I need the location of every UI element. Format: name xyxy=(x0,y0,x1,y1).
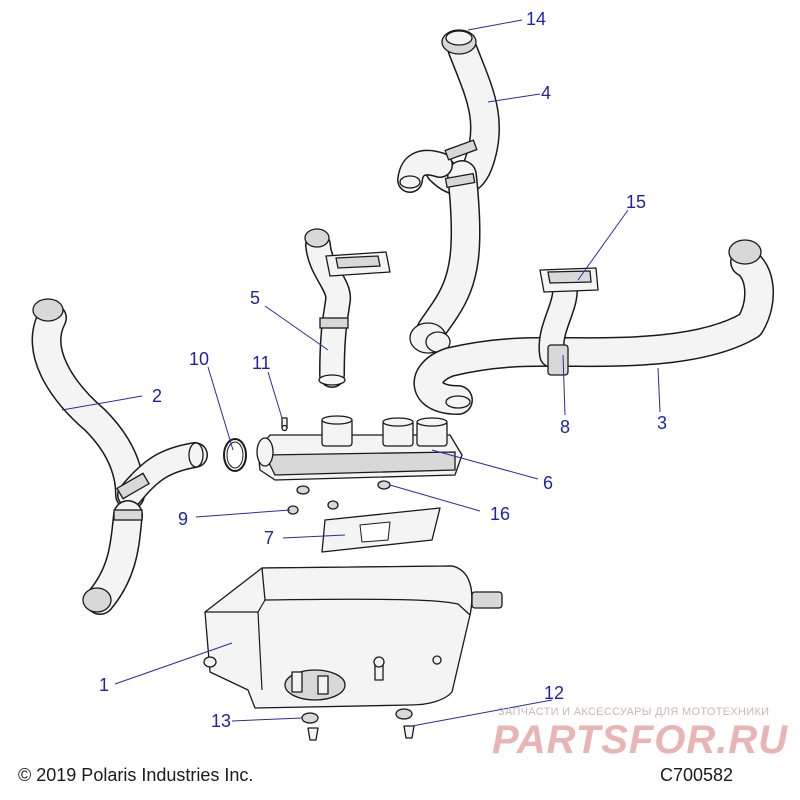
part-8-clamp xyxy=(547,344,569,376)
callout-13: 13 xyxy=(211,711,232,731)
callout-16: 16 xyxy=(490,504,511,524)
part-14-clamp xyxy=(441,29,477,55)
part-4-upper-duct xyxy=(397,33,500,354)
part-1-airbox xyxy=(203,565,503,709)
callout-14: 14 xyxy=(526,9,547,29)
part-2-left-duct xyxy=(31,298,208,615)
callout-8: 8 xyxy=(560,417,571,437)
part-7-bracket xyxy=(321,507,441,553)
callout-10: 10 xyxy=(189,349,210,369)
callout-9: 9 xyxy=(178,509,189,529)
callout-1: 1 xyxy=(99,675,110,695)
part-9-fastener xyxy=(287,500,339,515)
watermark-tagline: ЗАПЧАСТИ И АКСЕССУАРЫ ДЛЯ МОТОТЕХНИКИ xyxy=(498,706,770,718)
part-16-fastener xyxy=(296,480,391,495)
callout-7: 7 xyxy=(264,528,275,548)
part-15-intake xyxy=(539,267,599,293)
callout-4: 4 xyxy=(541,83,552,103)
callout-15: 15 xyxy=(626,192,647,212)
callout-12: 12 xyxy=(544,683,565,703)
part-10-clamp xyxy=(223,438,247,472)
callout-2: 2 xyxy=(152,386,163,406)
leader-lines xyxy=(61,19,661,727)
diagram-code: C700582 xyxy=(660,765,734,785)
callout-6: 6 xyxy=(543,473,554,493)
callout-11: 11 xyxy=(252,353,271,373)
copyright-text: © 2019 Polaris Industries Inc. xyxy=(18,765,254,785)
part-6-manifold xyxy=(256,415,463,481)
part-5-small-duct xyxy=(304,228,352,388)
watermark-brand: PARTSFOR.RU xyxy=(492,718,789,762)
part-13-fastener xyxy=(301,712,319,741)
part-5-rectangular-intake xyxy=(325,251,391,277)
callout-3: 3 xyxy=(657,413,668,433)
callout-5: 5 xyxy=(250,288,261,308)
part-12-fastener xyxy=(395,708,415,739)
part-11-screw xyxy=(281,417,288,432)
